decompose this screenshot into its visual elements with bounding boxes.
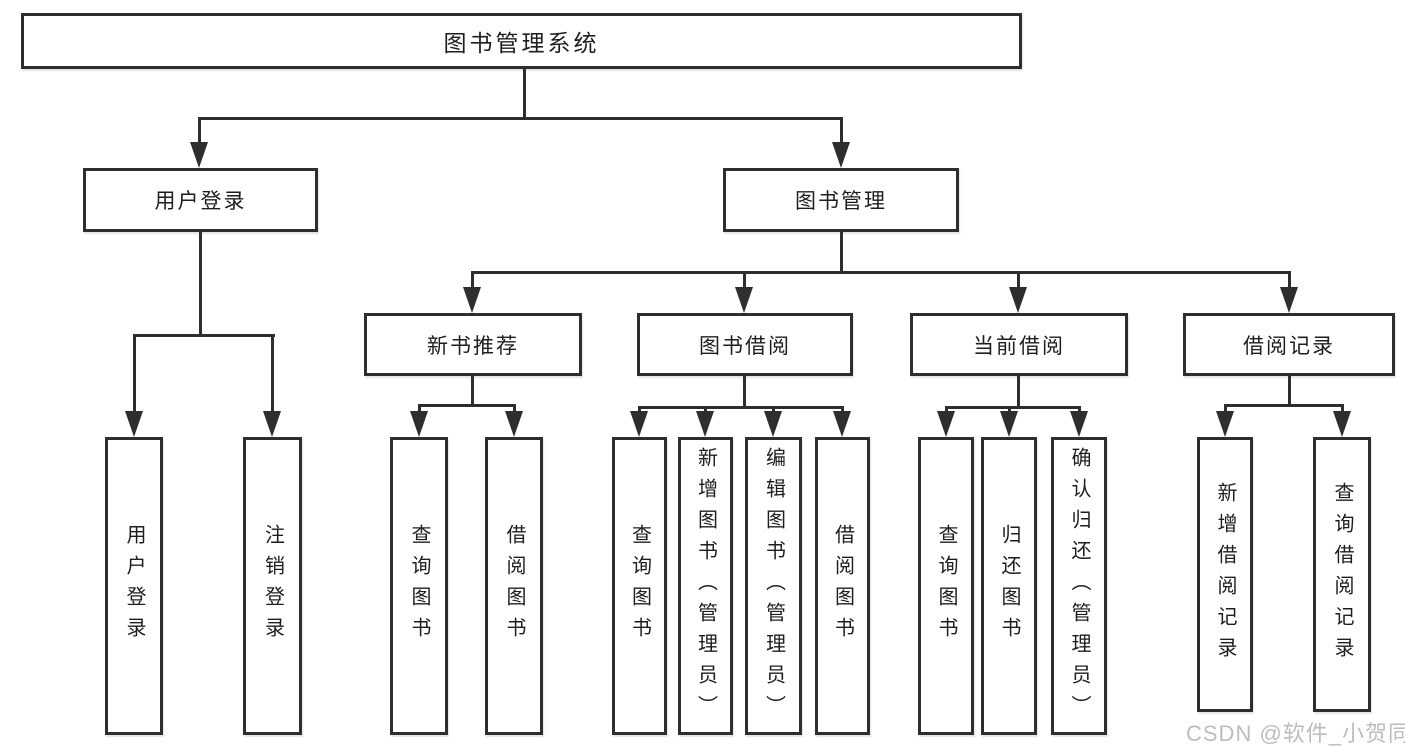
connector-drop-borrowrecords [1288, 271, 1291, 293]
connector-root-left-drop [198, 117, 201, 150]
node-user-login: 用户登录 [83, 168, 318, 232]
leaf-label: 借阅图书 [503, 524, 525, 648]
node-book-borrow: 图书借阅 [637, 313, 853, 376]
connector-records-rail [1224, 404, 1344, 407]
leaf-current-query-books: 查询图书 [918, 437, 974, 735]
node-label: 用户登录 [154, 190, 247, 213]
leaf-label: 查询图书 [628, 524, 651, 648]
leaf-label: 用户登录 [123, 524, 145, 648]
arrow-to-borrow-records [1280, 287, 1298, 313]
connector-userlogin-left-drop [133, 334, 136, 422]
leaf-borrow-add-books-admin: 新增图书（管理员） [678, 437, 733, 735]
leaf-label: 新增图书（管理员） [694, 446, 717, 726]
connector-records-stem [1288, 376, 1291, 407]
leaf-label: 编辑图书（管理员） [762, 446, 785, 726]
leaf-label: 借阅图书 [831, 524, 854, 648]
connector-userlogin-right-drop [271, 334, 274, 422]
leaf-borrow-borrow-books: 借阅图书 [815, 437, 870, 735]
arrow-to-borrow-edit [764, 411, 782, 437]
connector-root-right-drop [840, 117, 843, 150]
node-label: 图书管理 [795, 190, 887, 213]
leaf-recommend-query-books: 查询图书 [390, 437, 448, 735]
leaf-label: 确认归还（管理员） [1068, 446, 1090, 726]
arrow-to-current-return [1000, 411, 1018, 437]
arrow-to-book-management [832, 142, 850, 168]
leaf-records-query-record: 查询借阅记录 [1313, 437, 1371, 712]
node-label: 借阅记录 [1243, 334, 1335, 358]
arrow-to-current-confirm [1070, 411, 1088, 437]
connector-root-stem [523, 69, 526, 120]
arrow-to-records-query [1333, 411, 1351, 437]
arrow-to-recommend-query [410, 411, 428, 437]
connector-drop-currentborrow [1017, 271, 1020, 293]
connector-bookborrow-rail [638, 406, 844, 409]
node-borrow-records: 借阅记录 [1183, 313, 1395, 376]
node-book-management: 图书管理 [723, 168, 959, 232]
leaf-label: 查询图书 [935, 524, 957, 648]
node-new-book-recommend: 新书推荐 [364, 313, 582, 376]
leaf-label: 查询借阅记录 [1331, 481, 1353, 668]
node-label: 图书借阅 [699, 334, 791, 358]
leaf-borrow-query-books: 查询图书 [612, 437, 667, 735]
leaf-label: 归还图书 [998, 524, 1020, 648]
connector-currentborrow-stem [1017, 376, 1020, 409]
node-label: 图书管理系统 [443, 30, 600, 56]
leaf-label: 查询图书 [408, 524, 430, 648]
arrow-to-user-login [190, 142, 208, 168]
connector-bookborrow-stem [743, 376, 746, 409]
node-library-management-system: 图书管理系统 [21, 13, 1022, 69]
arrow-to-book-borrow [735, 287, 753, 313]
arrow-to-recommend-borrow [505, 411, 523, 437]
arrow-to-leaf-logout [263, 411, 281, 437]
connector-recommend-stem [471, 376, 474, 407]
node-label: 当前借阅 [973, 334, 1065, 358]
arrow-to-new-book-recommend [463, 287, 481, 313]
connector-drop-bookborrow [743, 271, 746, 293]
node-current-borrow: 当前借阅 [910, 313, 1128, 376]
arrow-to-borrow-borrow [833, 411, 851, 437]
connector-bookmgmt-stem [840, 232, 843, 274]
leaf-logout: 注销登录 [243, 437, 302, 735]
connector-drop-recommend [471, 271, 474, 293]
connector-currentborrow-rail [945, 406, 1081, 409]
leaf-user-login: 用户登录 [105, 437, 163, 735]
arrow-to-current-query [937, 411, 955, 437]
connector-root-rail [198, 117, 843, 120]
arrow-to-records-add [1216, 411, 1234, 437]
csdn-watermark: CSDN @软件_小贺同学 [1186, 721, 1405, 746]
leaf-records-add-record: 新增借阅记录 [1197, 437, 1253, 712]
leaf-borrow-edit-books-admin: 编辑图书（管理员） [745, 437, 802, 735]
connector-bookmgmt-rail [471, 271, 1291, 274]
leaf-current-return-books: 归还图书 [981, 437, 1037, 735]
arrow-to-borrow-add [696, 411, 714, 437]
leaf-current-confirm-return-admin: 确认归还（管理员） [1051, 437, 1107, 735]
leaf-recommend-borrow-books: 借阅图书 [485, 437, 543, 735]
connector-userlogin-stem [199, 232, 202, 337]
leaf-label: 新增借阅记录 [1214, 481, 1236, 668]
arrow-to-borrow-query [630, 411, 648, 437]
node-label: 新书推荐 [427, 334, 519, 358]
connector-userlogin-rail [133, 334, 275, 337]
leaf-label: 注销登录 [261, 524, 284, 648]
arrow-to-current-borrow [1009, 287, 1027, 313]
arrow-to-leaf-user-login [125, 411, 143, 437]
connector-recommend-rail [418, 404, 516, 407]
